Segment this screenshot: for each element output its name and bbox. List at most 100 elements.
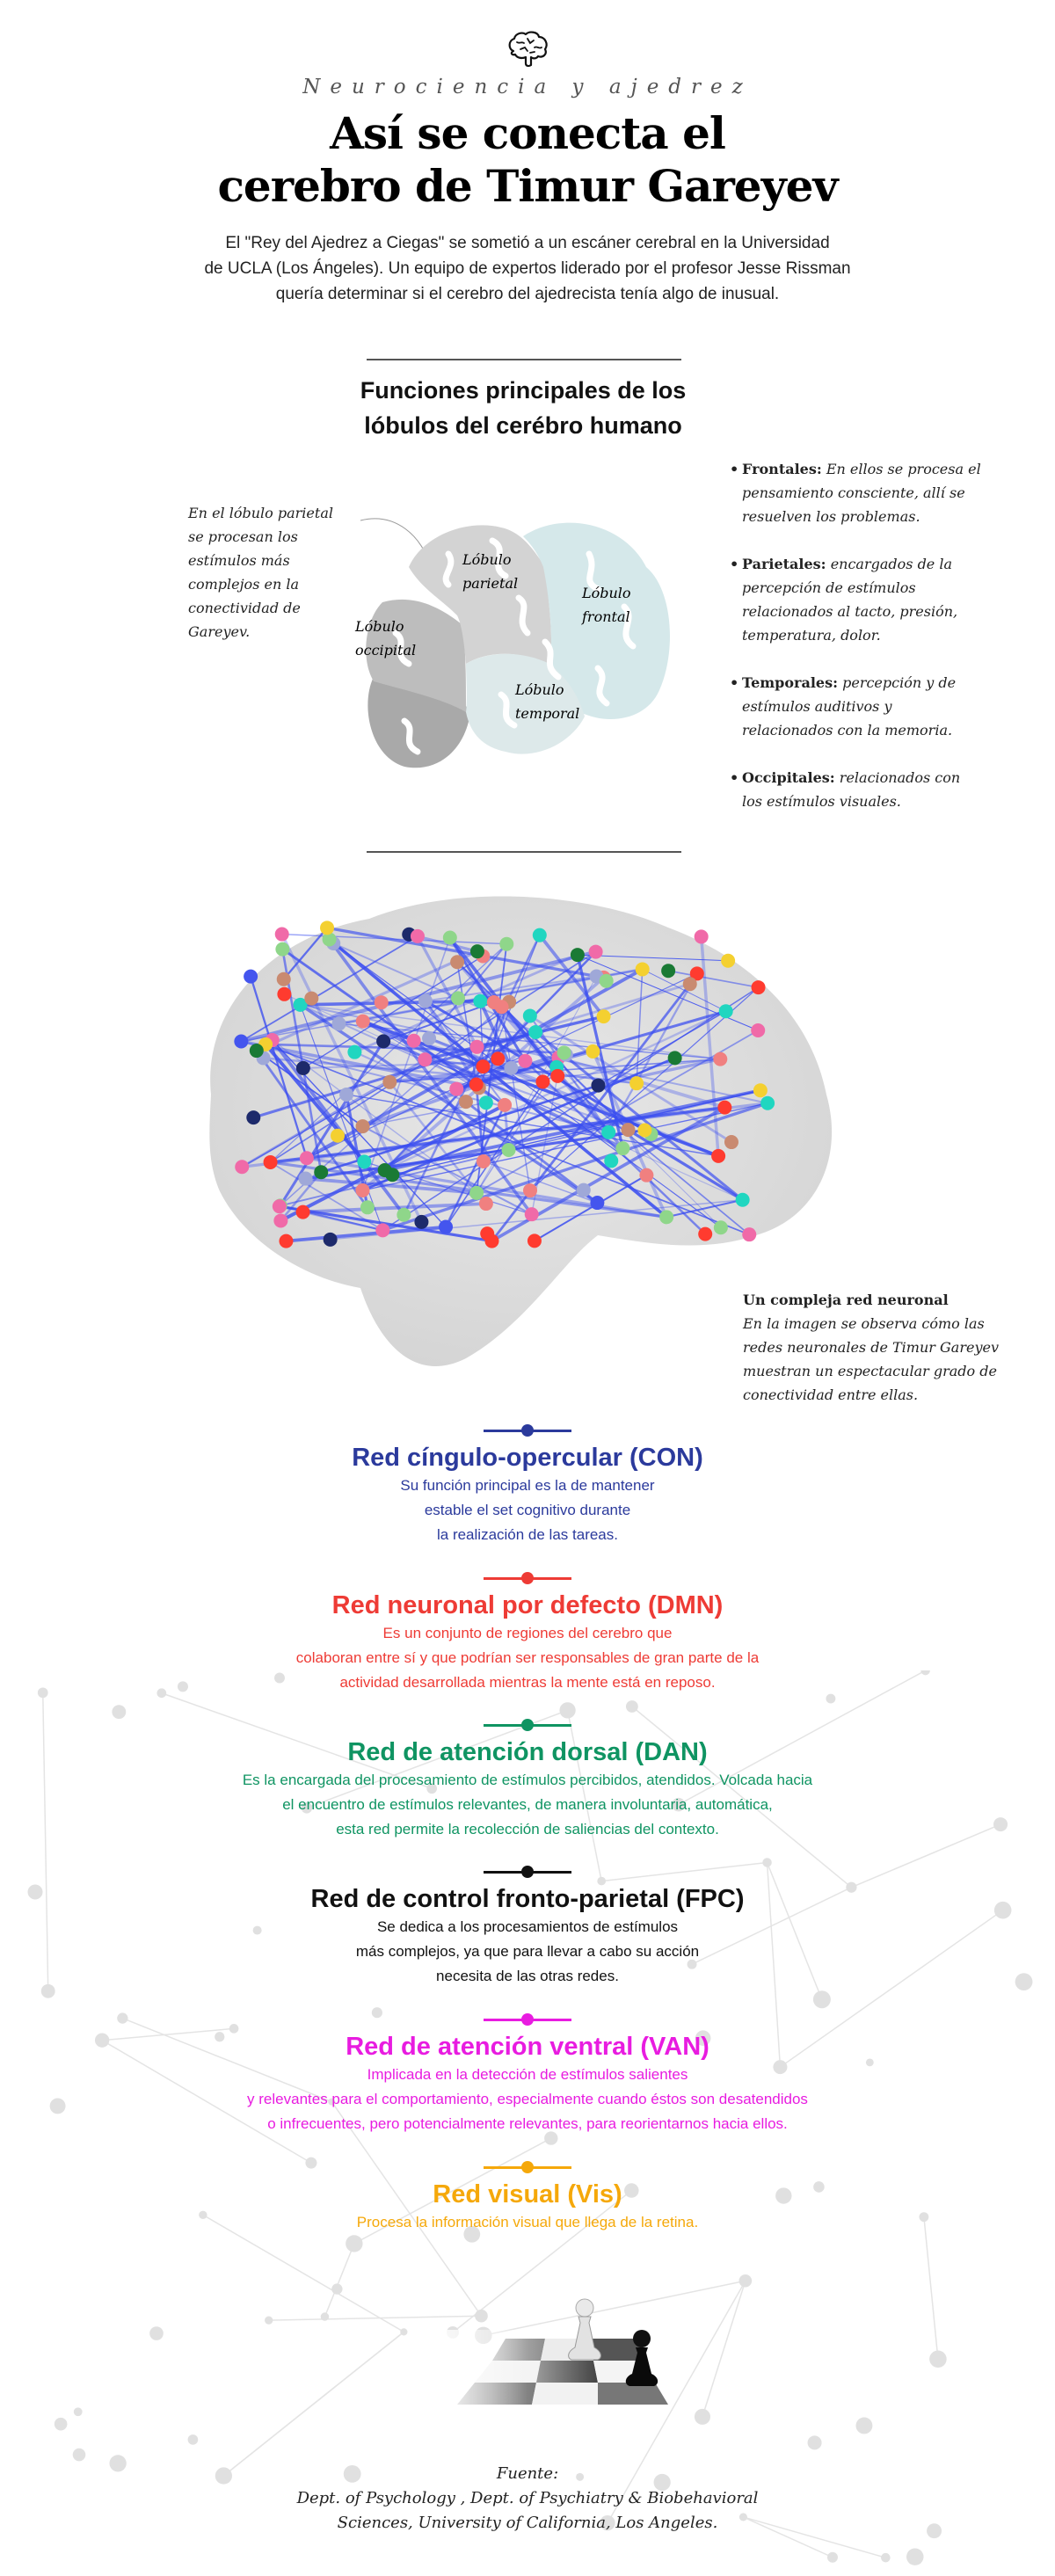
source-label: Fuente: — [496, 2464, 559, 2483]
brain-region-node — [347, 1044, 362, 1059]
mesh-node — [826, 1693, 836, 1704]
brain-region-node — [522, 1008, 537, 1023]
connection-edge — [416, 935, 478, 1048]
connection-edge — [627, 1128, 744, 1202]
network-description-line: más complejos, ya que para llevar a cabo… — [355, 1943, 700, 1960]
mesh-line — [566, 1710, 602, 1881]
connection-edge — [328, 938, 534, 1216]
mesh-node — [738, 2274, 753, 2288]
connection-edge — [384, 1088, 761, 1172]
mesh-node — [328, 2098, 336, 2106]
brain-region-node — [323, 1232, 338, 1247]
brain-region-node — [374, 995, 389, 1010]
mesh-node — [475, 2309, 488, 2323]
lobe-description: relacionados con los estímulos visuales. — [742, 769, 961, 810]
mesh-line — [122, 2017, 332, 2103]
mesh-node — [576, 2472, 585, 2481]
connection-edge — [271, 1038, 405, 1216]
mesh-line — [222, 2331, 404, 2477]
lobe-frontal — [523, 522, 670, 719]
brain-region-node — [635, 962, 650, 977]
white-pawn — [568, 2298, 601, 2361]
network-description-line: o infrecuentes, pero potencialmente rele… — [267, 2115, 788, 2132]
mesh-node — [331, 2283, 343, 2295]
brain-region-node — [375, 1223, 390, 1238]
brain-region-node — [621, 1123, 636, 1138]
connection-edge — [362, 1125, 533, 1216]
brain-region-node — [596, 1009, 611, 1024]
mesh-node — [72, 2448, 86, 2462]
brain-region-node — [494, 1000, 509, 1015]
mesh-line — [101, 2040, 312, 2164]
brain-region-node — [532, 928, 547, 942]
connection-edge — [428, 1037, 543, 1083]
brain-region-node — [501, 1143, 516, 1158]
mesh-line — [678, 1670, 926, 1806]
mesh-line — [743, 2516, 833, 2558]
connection-edge — [279, 1204, 492, 1243]
network-block: Red neuronal por defecto (DMN) Es un conj… — [0, 1572, 1055, 1695]
connection-edge — [577, 954, 729, 962]
mesh-node — [906, 2548, 924, 2565]
network-block: Red de control fronto-parietal (FPC)Se d… — [0, 1866, 1055, 1989]
chess-illustration — [422, 2298, 686, 2418]
connection-edge — [476, 1030, 759, 1194]
intro-paragraph: El "Rey del Ajedrez a Ciegas" se sometió… — [0, 230, 1055, 307]
title-line-1: Así se conecta el — [330, 107, 726, 159]
brain-region-node — [498, 1097, 513, 1112]
mesh-node — [94, 2033, 110, 2048]
brain-region-node — [694, 929, 709, 944]
brain-region-node — [711, 1148, 726, 1163]
network-description-line: actividad desarrollada mientras la mente… — [339, 1674, 716, 1691]
connection-edge — [281, 948, 506, 1107]
intro-line-1: El "Rey del Ajedrez a Ciegas" se sometió… — [225, 234, 830, 252]
brain-region-node — [355, 1182, 370, 1197]
brain-region-node — [473, 993, 488, 1008]
note-line: se procesan los — [188, 528, 298, 545]
network-marker-icon — [484, 1866, 571, 1878]
connection-edge — [250, 976, 308, 1159]
label-temporal-2: temporal — [515, 705, 579, 722]
brain-region-node — [590, 1196, 605, 1211]
network-description-line: Implicada en la detección de estímulos s… — [367, 2066, 688, 2083]
brain-region-node — [527, 1233, 542, 1248]
connection-edge — [302, 955, 484, 1069]
mesh-node — [694, 2408, 710, 2425]
label-parietal-1: Lóbulo — [462, 551, 512, 568]
mesh-node — [117, 2012, 128, 2024]
connection-edge — [529, 986, 759, 1191]
brain-region-node — [272, 1199, 287, 1214]
connectome-brain-image — [209, 896, 833, 1366]
brain-region-node — [273, 1213, 288, 1228]
connection-edge — [280, 1171, 323, 1222]
mesh-node — [812, 1990, 831, 2009]
mesh-node — [301, 1801, 313, 1814]
brain-region-node — [591, 1078, 606, 1093]
network-title: Red neuronal por defecto (DMN) — [331, 1591, 724, 1619]
brain-region-node — [295, 1060, 310, 1075]
brain-region-node — [576, 1182, 591, 1197]
label-frontal-2: frontal — [581, 608, 630, 625]
mesh-node — [807, 2435, 822, 2450]
mesh-line — [324, 2243, 355, 2318]
brain-region-node — [320, 921, 335, 935]
source-line-2: Sciences, University of California, Los … — [337, 2514, 718, 2532]
mesh-node — [826, 2551, 838, 2563]
brain-region-node — [449, 1081, 464, 1096]
mesh-line — [601, 1861, 768, 1882]
network-block: Red visual (Vis)Procesa la información v… — [0, 2161, 1055, 2235]
connection-edge — [361, 1052, 567, 1128]
brain-region-node — [713, 1220, 728, 1235]
mesh-node — [343, 2465, 361, 2483]
brain-region-node — [314, 1165, 329, 1180]
mesh-node — [846, 1881, 857, 1893]
brain-region-node — [661, 964, 676, 979]
brain-region-node — [451, 991, 466, 1006]
mesh-line — [452, 2189, 632, 2333]
mesh-node — [73, 2407, 83, 2417]
network-marker-icon — [484, 1424, 571, 1437]
mesh-node — [920, 1670, 930, 1676]
mesh-node — [199, 2210, 207, 2219]
network-description-line: Es un conjunto de regiones del cerebro q… — [382, 1625, 673, 1641]
brain-region-node — [322, 932, 337, 947]
